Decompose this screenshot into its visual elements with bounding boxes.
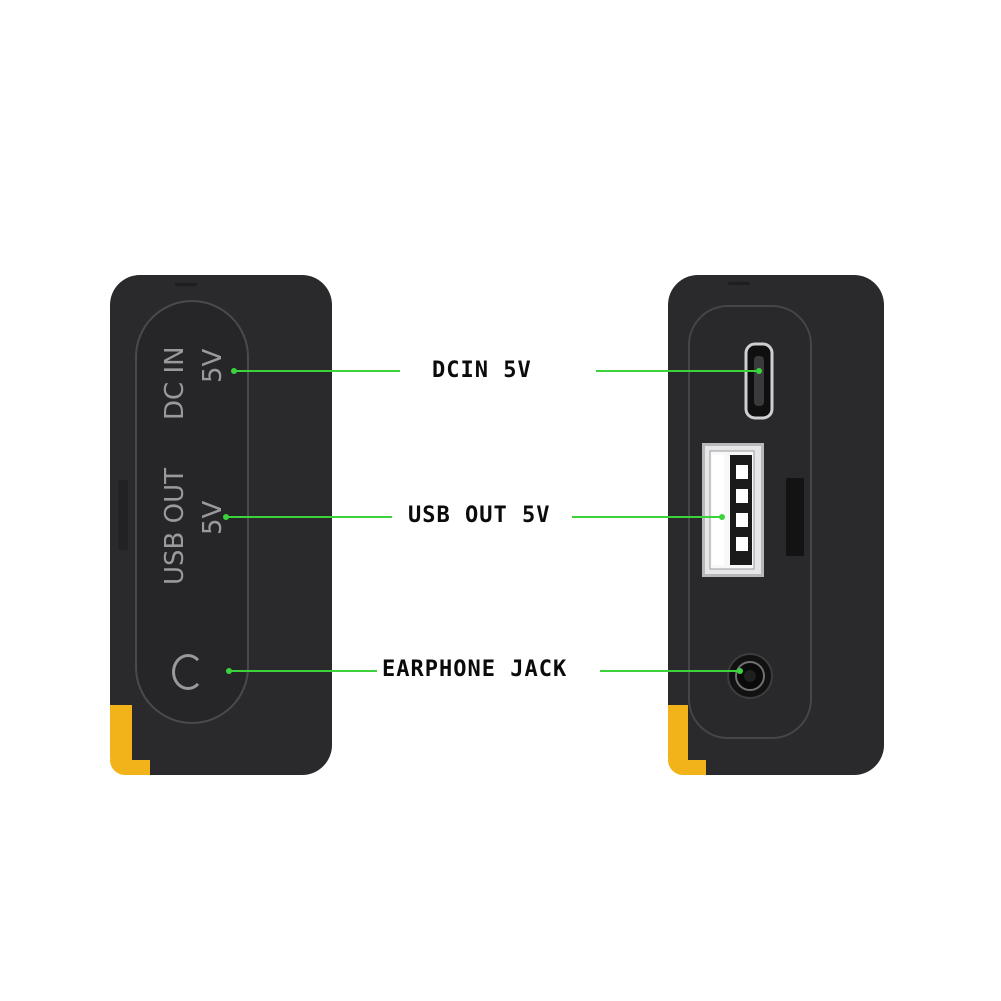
left-accent-stripe [110,705,132,775]
left-top-slot [175,283,197,286]
dc-in-leader-right [596,370,759,372]
right-top-slot [728,282,750,285]
earphone-icon [172,654,204,690]
usb-a-port-icon [702,443,764,577]
dc-in-label: DC IN [160,346,190,420]
earphone-dot-left [226,668,232,674]
usb-out-dot-right [719,514,725,520]
usb-out-label: USB OUT [160,467,190,585]
micro-usb-port-icon [744,342,774,420]
left-accent-corner [110,760,150,775]
dc-in-voltage-label: 5V [198,348,228,383]
dc-in-leader-left [234,370,400,372]
dc-in-callout: DCIN 5V [432,358,532,383]
earphone-callout: EARPHONE JACK [382,657,568,682]
usb-out-dot-left [223,514,229,520]
right-accent-stripe [668,705,688,775]
earphone-leader-right [600,670,740,672]
left-side-notch [118,480,128,550]
dc-in-dot-left [231,368,237,374]
earphone-dot-right [737,668,743,674]
right-accent-corner [668,760,706,775]
usb-out-callout: USB OUT 5V [408,503,551,528]
side-slot [786,478,804,556]
audio-jack-icon [727,653,773,699]
earphone-leader-left [229,670,377,672]
usb-out-leader-right [572,516,722,518]
usb-out-leader-left [226,516,392,518]
dc-in-dot-right [756,368,762,374]
rubber-port-cover [135,300,249,724]
